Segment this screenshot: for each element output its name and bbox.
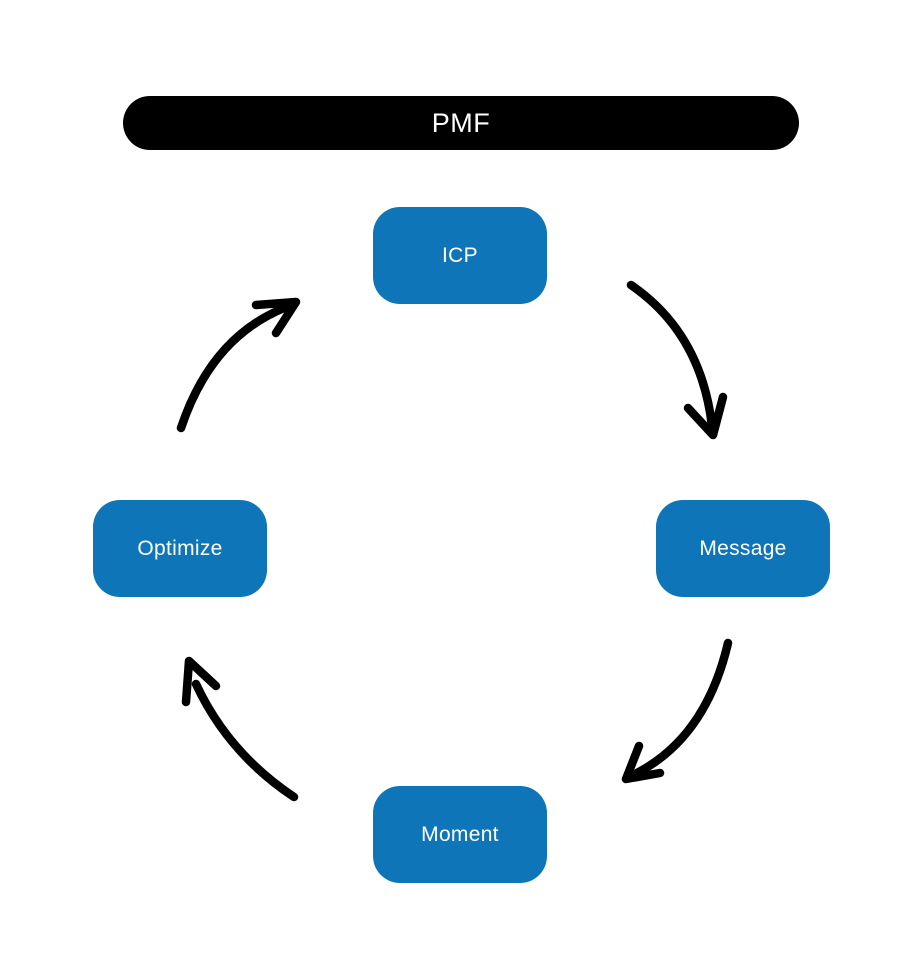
node-message-label: Message xyxy=(699,536,787,560)
pmf-title-label: PMF xyxy=(431,107,491,138)
arrow-moment-to-optimize xyxy=(181,656,299,802)
pmf-title-pill: PMF xyxy=(123,96,799,150)
node-moment: Moment xyxy=(373,786,547,883)
node-moment-label: Moment xyxy=(421,822,499,846)
arrow-optimize-to-icp xyxy=(176,297,301,433)
node-optimize-label: Optimize xyxy=(137,536,223,560)
node-icp-label: ICP xyxy=(442,243,478,267)
arrow-icp-to-message xyxy=(626,280,728,440)
node-icp: ICP xyxy=(373,207,547,304)
node-message: Message xyxy=(656,500,830,597)
arrow-message-to-moment xyxy=(621,638,733,784)
node-optimize: Optimize xyxy=(93,500,267,597)
